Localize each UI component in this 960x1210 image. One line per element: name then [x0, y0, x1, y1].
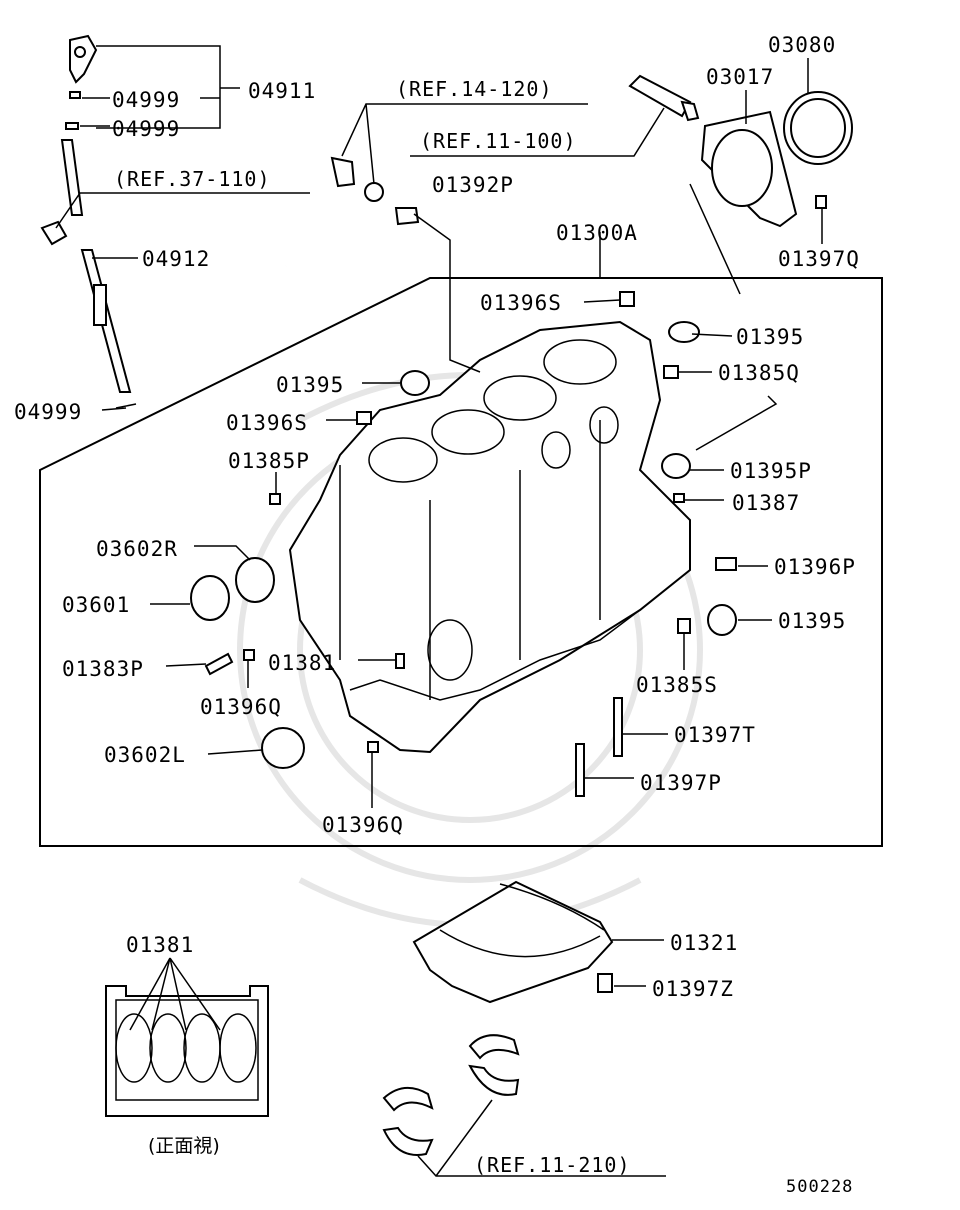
leader-ref14: [341, 103, 588, 185]
sealant-tube-drawing: [628, 74, 700, 122]
label-03080: 03080: [768, 33, 836, 57]
label-ref11-100: (REF.11-100): [420, 129, 577, 153]
leader-ref11-100: [410, 107, 665, 157]
leader-lines: [150, 213, 778, 808]
small-parts-drawing: [190, 207, 737, 797]
leader-ref11-210: [417, 1099, 666, 1177]
label-01387: 01387: [732, 491, 800, 515]
label-front-view: (正面視): [148, 1135, 220, 1157]
label-01396Q-b: 01396Q: [322, 813, 404, 837]
label-01300A: 01300A: [556, 221, 638, 245]
label-04911: 04911: [248, 79, 316, 103]
label-04999-a: 04999: [112, 88, 180, 112]
label-01385S: 01385S: [636, 673, 718, 697]
diagram-code: 500228: [786, 1177, 853, 1197]
label-01396S-b: 01396S: [226, 411, 308, 435]
label-04912: 04912: [142, 247, 210, 271]
label-04999-c: 04999: [14, 400, 82, 424]
label-01381-a: 01381: [268, 651, 336, 675]
label-01383P: 01383P: [62, 657, 144, 681]
label-01395-c: 01395: [778, 609, 846, 633]
label-03602L: 03602L: [104, 743, 186, 767]
label-ref11-210: (REF.11-210): [474, 1153, 631, 1177]
label-01396P: 01396P: [774, 555, 856, 579]
leader-01395-seal: [689, 183, 741, 295]
leader-ref37: [55, 192, 310, 229]
label-01385Q: 01385Q: [718, 361, 800, 385]
label-ref14-120: (REF.14-120): [396, 77, 553, 101]
label-01397Z: 01397Z: [652, 977, 734, 1001]
label-01396S-a: 01396S: [480, 291, 562, 315]
label-01385P: 01385P: [228, 449, 310, 473]
label-04999-b: 04999: [112, 117, 180, 141]
label-01395-b: 01395: [276, 373, 344, 397]
block-group-outline: [39, 277, 883, 847]
bearing-shells-drawing: [382, 1034, 520, 1156]
label-03602R: 03602R: [96, 537, 178, 561]
dipstick-drawing: [40, 34, 137, 409]
rear-seal-case-drawing: [700, 91, 853, 228]
label-01397T: 01397T: [674, 723, 756, 747]
baffle-plate-drawing: [412, 880, 614, 1004]
leader-04911: [96, 45, 240, 129]
label-03017: 03017: [706, 65, 774, 89]
label-01392P: 01392P: [432, 173, 514, 197]
label-01381-b: 01381: [126, 933, 194, 957]
label-01321: 01321: [670, 931, 738, 955]
label-ref37-110: (REF.37-110): [114, 167, 271, 191]
cylinder-block-drawing: [288, 320, 691, 754]
label-01396Q-a: 01396Q: [200, 695, 282, 719]
label-01397Q: 01397Q: [778, 247, 860, 271]
label-01395-a: 01395: [736, 325, 804, 349]
leader-04999c: [101, 407, 127, 411]
label-01395P: 01395P: [730, 459, 812, 483]
label-03601: 03601: [62, 593, 130, 617]
breather-hose-drawing: [273, 156, 384, 323]
front-view-drawing: [105, 957, 269, 1117]
label-01397P: 01397P: [640, 771, 722, 795]
